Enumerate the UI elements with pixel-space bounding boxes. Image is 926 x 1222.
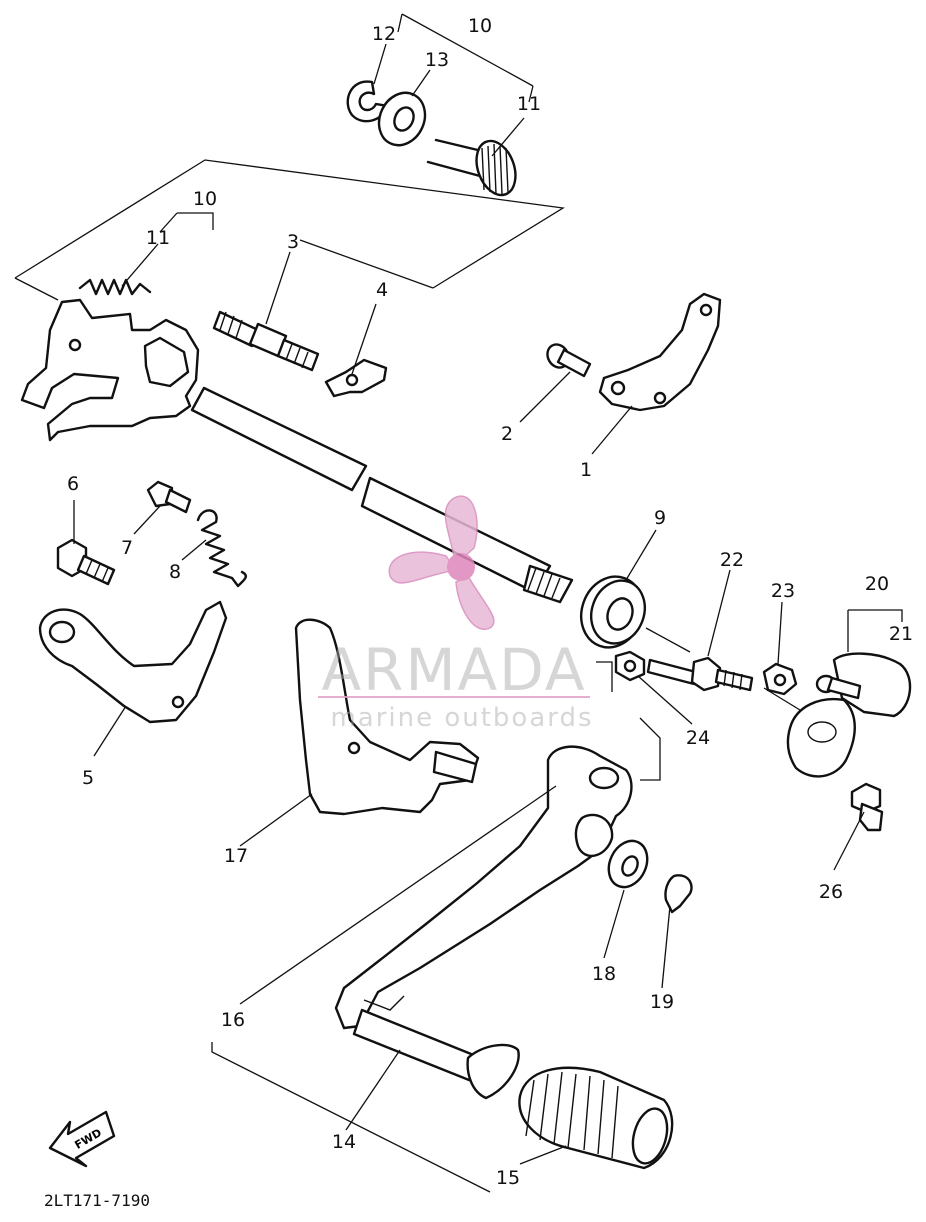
lever-5 <box>38 600 228 724</box>
bracket-18 <box>294 618 480 816</box>
watermark-brand: ARMADA <box>321 636 586 704</box>
circlip-13 <box>346 80 390 123</box>
bolt-7 <box>146 480 192 514</box>
clip-20 <box>664 874 693 914</box>
watermark-tagline: marine outboards <box>330 703 593 733</box>
spring-11 <box>78 278 152 296</box>
rubber-16 <box>518 1066 674 1170</box>
callout-15: 14 <box>332 1131 356 1153</box>
callout-1: 1 <box>580 459 592 481</box>
arm-plate-1 <box>598 292 722 412</box>
callout-20: 19 <box>650 991 674 1013</box>
callout-16: 15 <box>496 1167 520 1189</box>
callout-4: 4 <box>376 279 388 301</box>
torsion-spring-12 <box>426 138 517 197</box>
rod-23 <box>646 656 754 692</box>
callout-12: 11 <box>517 93 541 115</box>
watermark: ARMADA marine outboards <box>318 495 593 733</box>
callout-13: 12 <box>372 23 396 45</box>
callout-22: 21 <box>889 623 913 645</box>
callout-23: 22 <box>720 549 744 571</box>
nut-25 <box>614 650 646 682</box>
callout-6: 6 <box>67 473 79 495</box>
rod-end-21-22 <box>786 652 912 778</box>
callout-19: 18 <box>592 963 616 985</box>
diagram-code: 2LT171-7190 <box>44 1191 150 1210</box>
callout-8: 8 <box>169 561 181 583</box>
callout-9: 9 <box>654 507 666 529</box>
propeller-logo-icon <box>388 495 495 631</box>
group-brackets <box>14 13 903 1193</box>
fwd-arrow-icon: FWD <box>48 1110 116 1168</box>
bolt-26 <box>850 782 884 832</box>
oil-seal-9 <box>580 575 646 649</box>
leader-lines <box>73 43 865 1165</box>
callout-21: 20 <box>865 573 889 595</box>
callouts: 12 13 10 11 10 11 3 4 2 1 6 7 8 9 22 23 … <box>67 15 913 1189</box>
bolt-6 <box>56 538 116 586</box>
callout-3: 3 <box>287 231 299 253</box>
callout-25: 24 <box>686 727 710 749</box>
stopper-4 <box>324 358 388 398</box>
callout-18: 17 <box>224 845 248 867</box>
callout-24: 23 <box>771 580 795 602</box>
callout-10-left: 10 <box>193 188 217 210</box>
callout-11: 11 <box>146 227 170 249</box>
callout-7: 7 <box>121 537 133 559</box>
washer-19 <box>607 839 649 889</box>
spring-8 <box>196 509 248 588</box>
callout-14: 13 <box>425 49 449 71</box>
callout-10-top: 10 <box>468 15 492 37</box>
stud-bolt-3 <box>212 310 320 372</box>
washer-14 <box>377 91 427 147</box>
pedal-arm-17 <box>334 745 633 1030</box>
callout-26: 26 <box>819 881 843 903</box>
shaft-15 <box>352 1008 520 1100</box>
screw-2 <box>546 343 592 378</box>
callout-17: 16 <box>221 1009 245 1031</box>
callout-2: 2 <box>501 423 513 445</box>
nut-24 <box>762 662 798 696</box>
callout-5: 5 <box>82 767 94 789</box>
